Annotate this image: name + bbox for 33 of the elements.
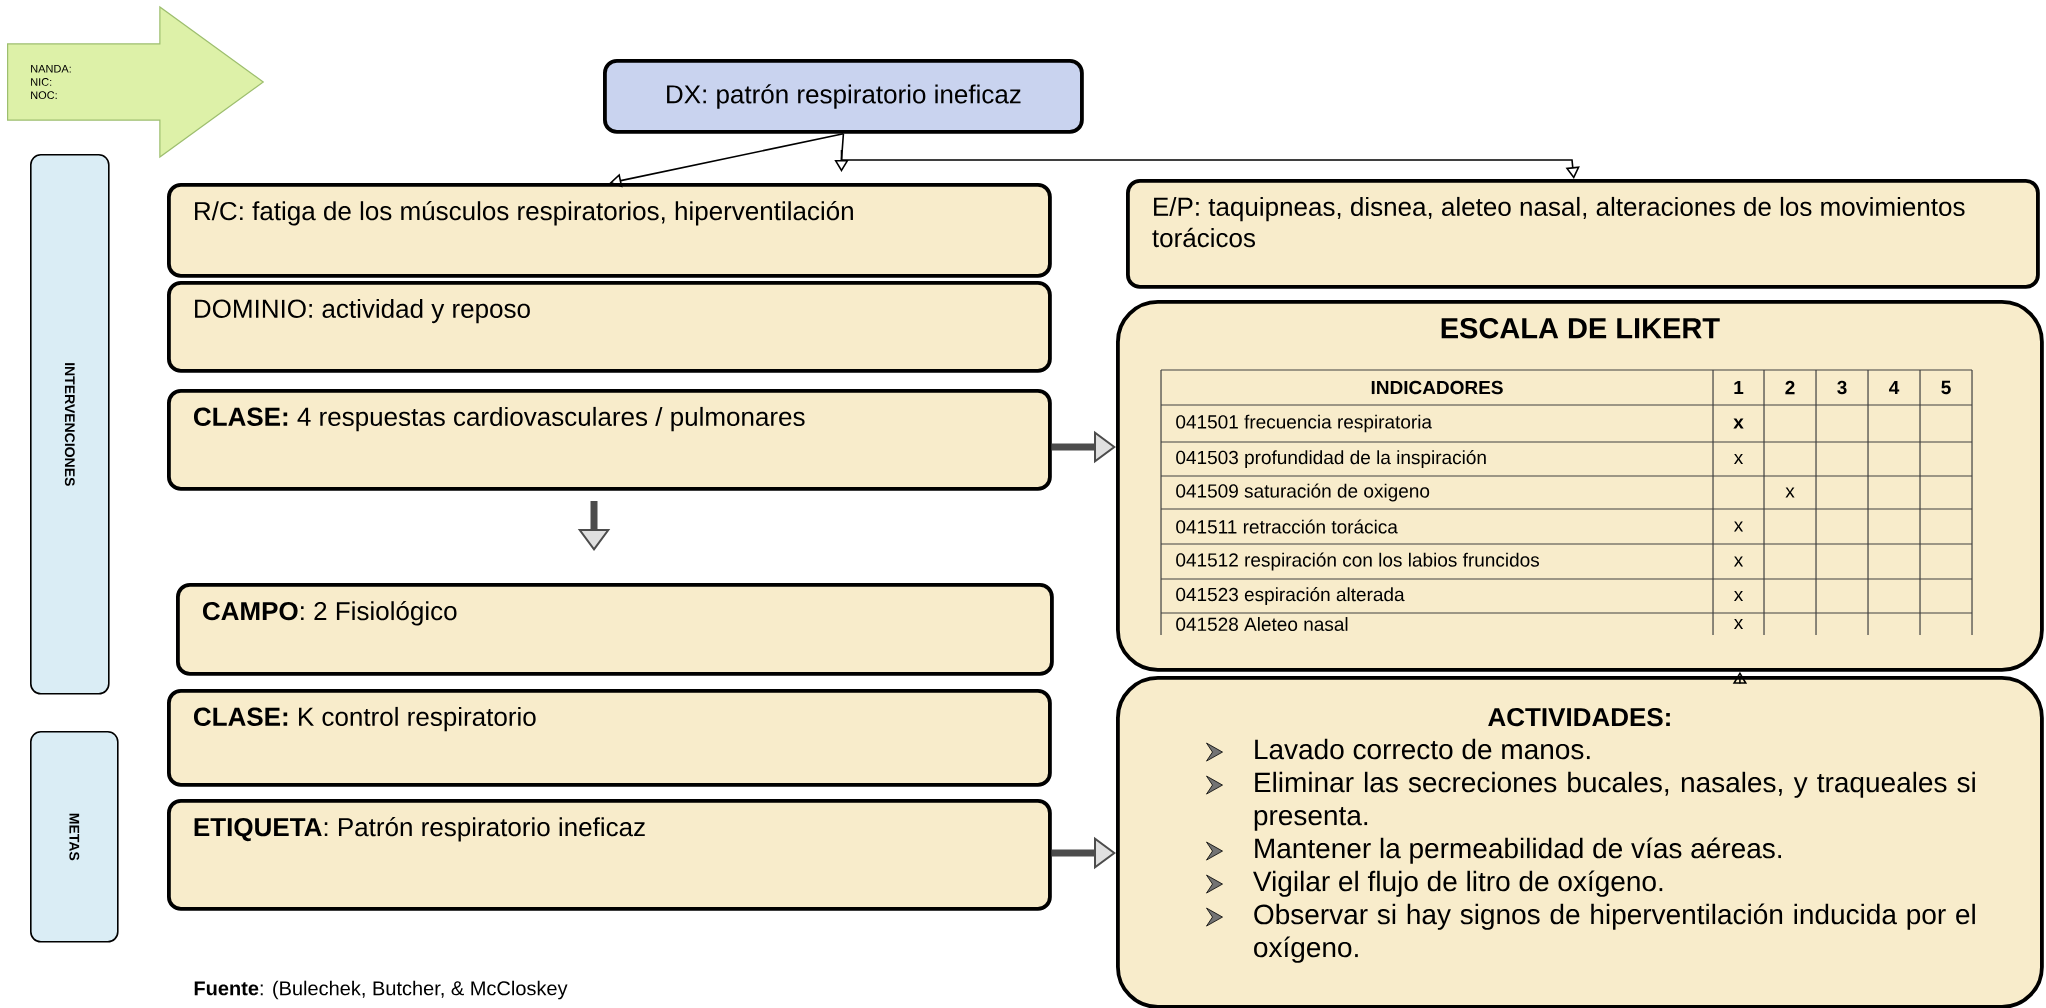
vertical-banner: INTERVENCIONES xyxy=(30,154,110,695)
indicator-text: 041523 espiración alterada xyxy=(1176,587,1405,605)
check-mark: x xyxy=(1734,556,1744,567)
column-header: 1 xyxy=(1734,380,1744,395)
indicator-text: 041501 frecuencia respiratoria xyxy=(1176,414,1432,433)
text-box: CAMPO: 2 Fisiológico xyxy=(176,583,1054,676)
indicator-text: 041509 saturación de oxigeno xyxy=(1176,483,1430,502)
check-mark: x xyxy=(1734,521,1744,532)
text-box: DOMINIO: actividad y reposo xyxy=(167,281,1052,373)
activities-panel: ACTIVIDADES: Lavado correcto de manos. Eliminar las secreciones bucales, nasales, y traqueales si presenta. Mantener la permeabilidad de vías aéreas. Vigilar el flujo de litro de oxígeno. Observar si hay signos de hiperventilación inducida por el oxígeno. xyxy=(1116,676,2044,1008)
column-header: INDICADORES xyxy=(1371,380,1503,395)
vertical-banner: METAS xyxy=(30,731,119,943)
check-mark: x xyxy=(1734,619,1744,630)
indicator-text: 041503 profundidad de la inspiración xyxy=(1176,450,1486,468)
indicator-text: 041528 Aleteo nasal xyxy=(1176,617,1348,631)
column-header: 5 xyxy=(1941,380,1951,395)
text-box: R/C: fatiga de los músculos respiratorios, hiperventilación xyxy=(167,183,1052,278)
column-header: 4 xyxy=(1889,380,1900,395)
column-header: 2 xyxy=(1785,380,1795,395)
text-box: CLASE: K control respiratorio xyxy=(167,689,1052,787)
source-note: Fuente: (Bulechek, Butcher, & McCloskey xyxy=(194,980,568,1000)
column-header: 3 xyxy=(1837,380,1847,395)
connector-arrow xyxy=(840,133,1580,179)
check-mark: x xyxy=(1734,454,1744,465)
text-box: CLASE: 4 respuestas cardiovasculares / pulmonares xyxy=(167,389,1052,491)
title-box: DX: patrón respiratorio ineficaz xyxy=(603,59,1084,134)
indicator-text: 041511 retracción torácica xyxy=(1176,519,1398,534)
indicator-text: 041512 respiración con los labios fruncidos xyxy=(1176,552,1540,571)
check-mark: x xyxy=(1785,487,1795,498)
text-box: ETIQUETA: Patrón respiratorio ineficaz xyxy=(167,799,1052,911)
check-mark: x xyxy=(1734,591,1744,602)
text-box: E/P: taquipneas, disnea, aleteo nasal, alteraciones de los movimientos torácicos xyxy=(1126,179,2040,289)
check-mark: x xyxy=(1733,418,1744,429)
